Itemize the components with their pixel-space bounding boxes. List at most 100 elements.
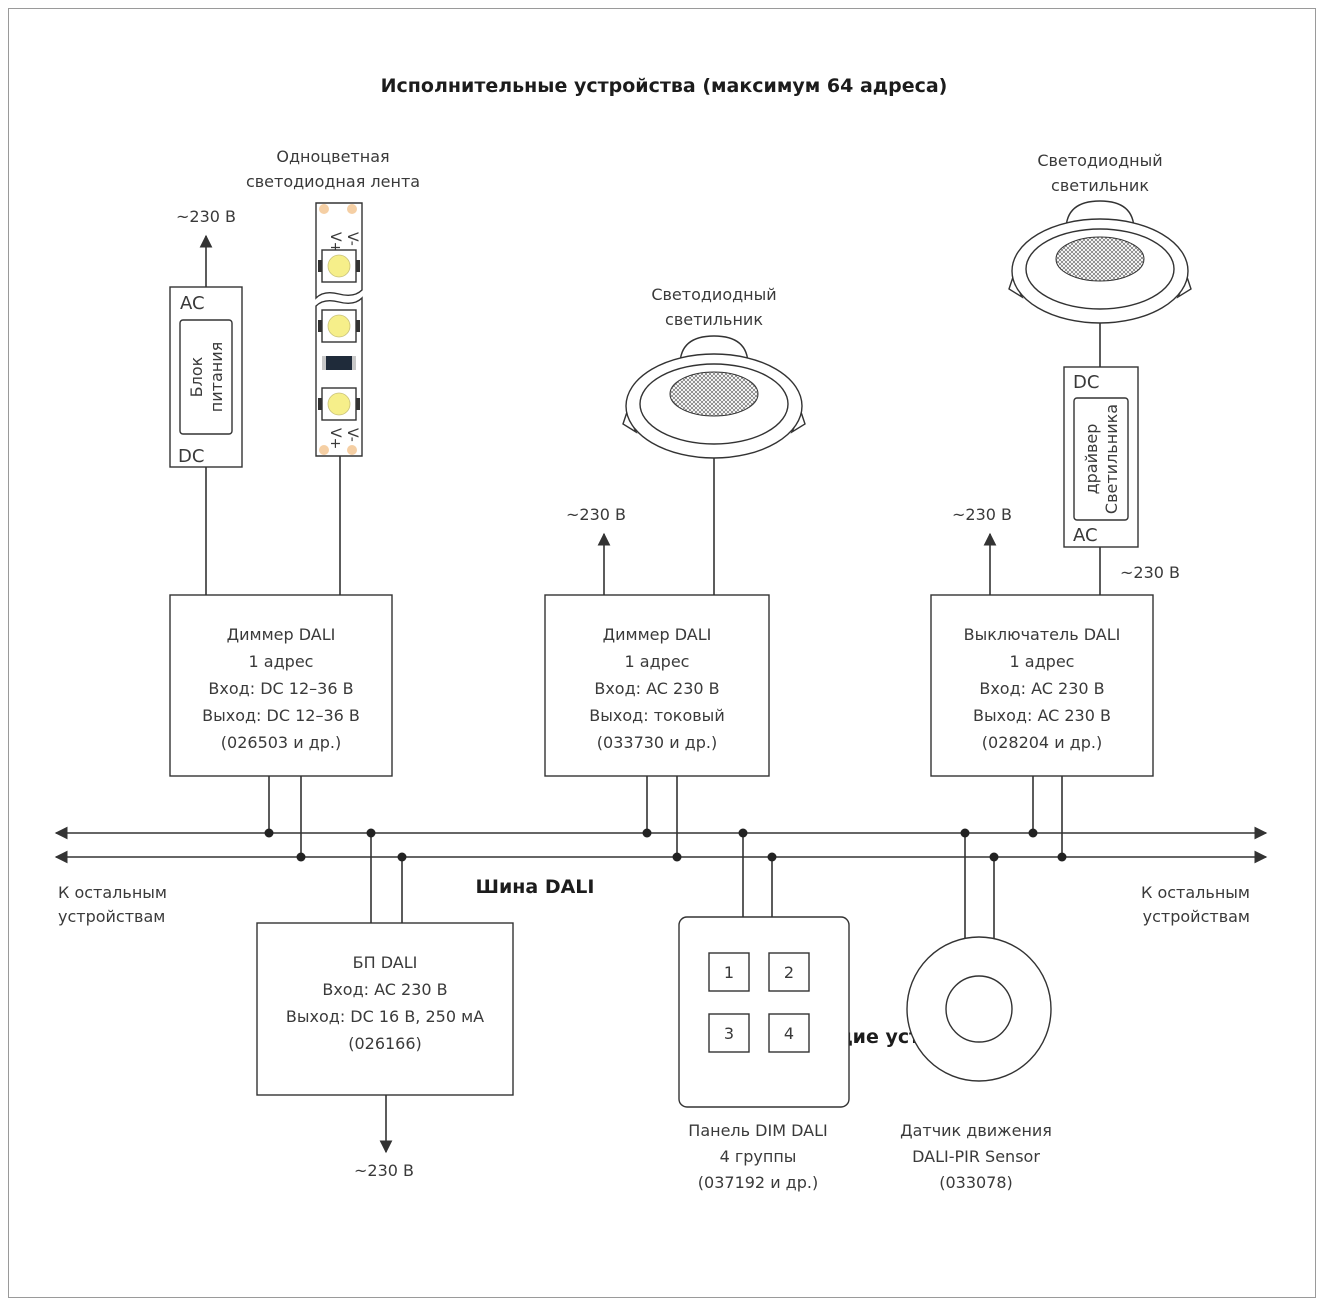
luminaire-right: Светодиодный светильник [1008,151,1192,367]
dimmer1-line5: (026503 и др.) [221,733,341,752]
dimmer-dali-1: Диммер DALI 1 адрес Вход: DC 12–36 В Вых… [169,594,393,862]
dali-ps-line2: Вход: AC 230 В [322,980,447,999]
driver-inner-box [1073,397,1129,521]
dali-ps-line1: БП DALI [353,953,418,972]
strip-plus-bottom: V+ [327,428,343,449]
luminaire-mid-grid [669,371,759,417]
dimmer2-line3: Вход: AC 230 В [594,679,719,698]
dimmer2-line2: 1 адрес [625,652,690,671]
dimmer-dali-2: ~230 В Диммер DALI 1 адрес Вход: AC 230 … [544,505,770,862]
luminaire-middle: Светодиодный светильник [622,285,806,595]
switch-dali: ~230 В Выключатель DALI 1 адрес Вход: AC… [930,505,1154,862]
panel-caption-line3: (037192 и др.) [698,1173,818,1192]
dimmer1-line4: Выход: DC 12–36 В [202,706,360,725]
switch-mains-label: ~230 В [952,505,1012,524]
dimmer1-bus-junction-1 [264,828,274,838]
panel-bus-junction-2 [767,852,777,862]
switch-line3: Вход: AC 230 В [979,679,1104,698]
right-side-label-2: устройствам [1143,907,1250,926]
left-side-label-1: К остальным [58,883,167,902]
driver-name-line1: драйвер [1082,424,1101,495]
panel-body [678,916,850,1108]
diagram-frame [8,8,1316,1298]
right-side-label-1: К остальным [1141,883,1250,902]
panel-button-3-label: 3 [724,1024,734,1043]
driver-name-line2: Светильника [1102,404,1121,514]
strip-minus-top: V- [344,232,360,246]
bus-title: Шина DALI [475,876,594,898]
psu-name-line1: Блок [187,356,206,397]
dimmer1-line1: Диммер DALI [227,625,336,644]
dali-ps-line3: Выход: DC 16 В, 250 мА [286,1007,484,1026]
panel-dim-dali: 1 2 3 4 Панель DIM DALI 4 группы (037192… [678,828,850,1192]
dimmer1-line2: 1 адрес [249,652,314,671]
psu-inner-box [179,319,233,435]
top-header: Исполнительные устройства (максимум 64 а… [381,75,948,97]
luminaire-right-title-line1: Светодиодный [1037,151,1162,170]
panel-bus-junction-1 [738,828,748,838]
dali-ps-line4: (026166) [348,1034,422,1053]
sensor-bus-junction-1 [960,828,970,838]
dimmer2-bus-junction-2 [672,852,682,862]
luminaire-mid-title-line1: Светодиодный [651,285,776,304]
sensor-caption-line3: (033078) [939,1173,1013,1192]
strip-plus-top: V+ [327,232,343,253]
switch-line2: 1 адрес [1010,652,1075,671]
psu-dc-label: DC [178,446,204,467]
sensor-lens [945,975,1013,1043]
dimmer2-line5: (033730 и др.) [597,733,717,752]
sensor-bus-junction-2 [989,852,999,862]
switch-bus-junction-2 [1057,852,1067,862]
power-supply-unit: ~230 В AC DC Блок питания [169,207,243,595]
dali-ps-mains-label: ~230 В [354,1161,414,1180]
strip-minus-bottom: V- [344,428,360,442]
panel-button-2 [768,952,810,992]
dimmer2-box [544,594,770,777]
dali-ps-bus-junction-1 [366,828,376,838]
dimmer2-bus-junction-1 [642,828,652,838]
switch-line5: (028204 и др.) [982,733,1102,752]
driver-dc-label: DC [1073,372,1099,393]
panel-button-4 [768,1013,810,1053]
sensor-caption-line1: Датчик движения [900,1121,1052,1140]
strip-resistor [322,356,356,370]
left-side-label-2: устройствам [58,907,165,926]
dimmer2-line4: Выход: токовый [589,706,724,725]
strip-led-2 [318,309,360,343]
luminaire-driver: DC AC драйвер Светильника ~230 В [1063,366,1180,595]
led-strip: Одноцветная светодиодная лента V+ V- V+ … [246,147,420,595]
strip-title-line1: Одноцветная [276,147,389,166]
dimmer1-box [169,594,393,777]
strip-pad-top-right [347,204,357,214]
panel-button-2-label: 2 [784,963,794,982]
luminaire-right-title-line2: светильник [1051,176,1149,195]
panel-button-4-label: 4 [784,1024,794,1043]
driver-mains-label: ~230 В [1120,563,1180,582]
strip-pad-top-left [319,204,329,214]
dali-bus [54,826,1268,864]
strip-led-1 [318,249,360,283]
dali-ps-bus-junction-2 [397,852,407,862]
dali-ps-box [256,922,514,1096]
dali-power-supply: БП DALI Вход: AC 230 В Выход: DC 16 В, 2… [256,828,514,1180]
driver-ac-label: AC [1073,525,1098,546]
dimmer2-mains-label: ~230 В [566,505,626,524]
panel-button-3 [708,1013,750,1053]
strip-title-line2: светодиодная лента [246,172,420,191]
switch-line4: Выход: AC 230 В [973,706,1111,725]
strip-led-3 [318,387,360,421]
psu-name-line2: питания [207,342,226,412]
luminaire-right-grid [1055,236,1145,282]
dimmer1-bus-junction-2 [296,852,306,862]
strip-pad-bottom-right [347,445,357,455]
psu-mains-label: ~230 В [176,207,236,226]
psu-ac-label: AC [180,293,205,314]
switch-box [930,594,1154,777]
switch-line1: Выключатель DALI [964,625,1121,644]
sensor-caption-line2: DALI-PIR Sensor [912,1147,1040,1166]
panel-caption-line1: Панель DIM DALI [688,1121,827,1140]
panel-button-1-label: 1 [724,963,734,982]
panel-button-1 [708,952,750,992]
panel-caption-line2: 4 группы [720,1147,797,1166]
